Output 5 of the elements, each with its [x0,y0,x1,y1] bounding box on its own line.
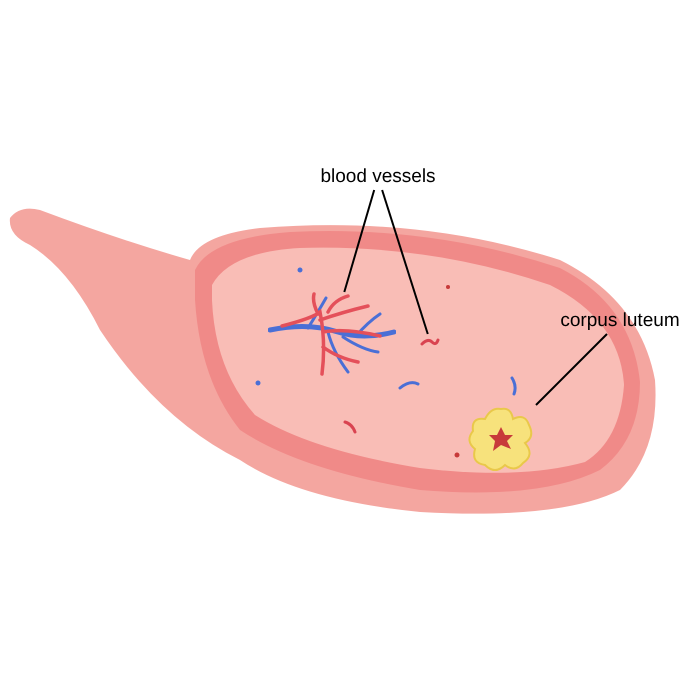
leader-line [343,190,376,292]
blood-vessel-drawing [268,292,396,376]
leader-line [381,190,429,334]
callout-label: corpus luteum [560,308,680,333]
callout-label: blood vessels [320,164,436,189]
